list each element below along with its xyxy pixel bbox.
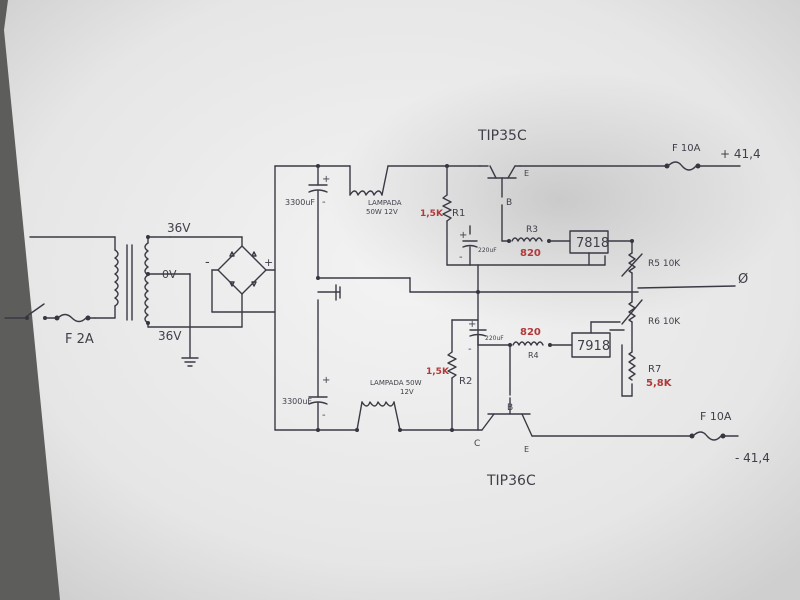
- r4-name: R4: [528, 351, 539, 360]
- r1-value: 1,5K: [420, 209, 444, 219]
- bridge-minus: -: [205, 255, 210, 270]
- transistor-top-name: TIP35C: [477, 128, 527, 144]
- filter-cap-bottom: [308, 299, 328, 432]
- transistor-tip35c: [479, 165, 521, 198]
- ground-out-label: Ø: [738, 272, 748, 287]
- r2-resistor: [447, 351, 457, 379]
- small-cap-bottom-minus: -: [468, 344, 472, 355]
- fuse-primary-label: F 2A: [65, 332, 94, 347]
- reg-top-label: 7818: [576, 236, 609, 251]
- small-cap-bottom-plus: +: [468, 319, 476, 330]
- small-cap-bottom-value: 220uF: [485, 335, 504, 342]
- tip35c-pin-b: B: [506, 198, 512, 208]
- cap-top-plus: +: [322, 174, 330, 185]
- tip36c-pin-e: E: [524, 445, 529, 454]
- filter-cap-top: [308, 164, 328, 280]
- r7-name: R7: [648, 364, 661, 375]
- r4-value: 820: [520, 327, 541, 338]
- transistor-bottom-name: TIP36C: [486, 473, 536, 489]
- r3-value: 820: [520, 248, 541, 259]
- r5-potentiometer: [628, 252, 636, 274]
- output-positive: + 41,4: [720, 147, 761, 161]
- r1-name: R1: [452, 208, 465, 219]
- lamp-bottom-rating: 12V: [400, 388, 414, 396]
- transistor-tip36c: [481, 397, 533, 437]
- transformer-top-voltage: 36V: [167, 221, 191, 235]
- cap-bottom-value: 3300uF: [282, 397, 312, 406]
- cap-bottom-plus: +: [322, 375, 330, 386]
- r7-value: 5,8K: [646, 378, 673, 389]
- fuse-bottom-label: F 10A: [700, 410, 732, 423]
- reg-bottom-label: 7918: [577, 339, 610, 354]
- small-cap-top-plus: +: [459, 230, 467, 241]
- lamp-bottom: [355, 401, 402, 432]
- primary-circuit: [4, 303, 96, 323]
- r1-resistor: [442, 194, 452, 222]
- cap-top-minus: -: [322, 197, 326, 208]
- small-cap-top-value: 220uF: [478, 247, 497, 254]
- tip36c-pin-b: B: [507, 403, 513, 413]
- tip35c-pin-e: E: [524, 169, 529, 178]
- r6-potentiometer: [628, 301, 636, 323]
- r6-label: R6 10K: [648, 317, 681, 327]
- transformer-bottom-voltage: 36V: [158, 329, 182, 343]
- tip36c-pin-c: C: [474, 439, 480, 449]
- r3-resistor: [511, 237, 543, 242]
- r3-name: R3: [526, 225, 538, 235]
- lamp-bottom-name: LAMPADA 50W: [370, 379, 422, 387]
- transformer: [29, 235, 243, 328]
- lamp-top: [349, 165, 389, 196]
- cap-top-value: 3300uF: [285, 198, 315, 207]
- cap-bottom-minus: -: [322, 410, 326, 421]
- lamp-top-rating: 50W 12V: [366, 208, 398, 216]
- fuse-top: [667, 161, 697, 171]
- phone-shadow: [330, 70, 790, 330]
- r7-resistor: [628, 351, 636, 381]
- r2-name: R2: [459, 376, 472, 387]
- bridge-plus: +: [264, 256, 273, 269]
- lamp-top-name: LAMPADA: [368, 199, 402, 207]
- fuse-top-label: F 10A: [672, 143, 701, 154]
- fuse-bottom: [692, 431, 722, 441]
- output-negative: - 41,4: [735, 451, 770, 465]
- small-cap-top-minus: -: [459, 252, 463, 263]
- r2-value: 1,5K: [426, 367, 450, 377]
- bridge-rectifier: [169, 236, 276, 328]
- r5-label: R5 10K: [648, 259, 681, 269]
- r4-resistor: [512, 341, 544, 346]
